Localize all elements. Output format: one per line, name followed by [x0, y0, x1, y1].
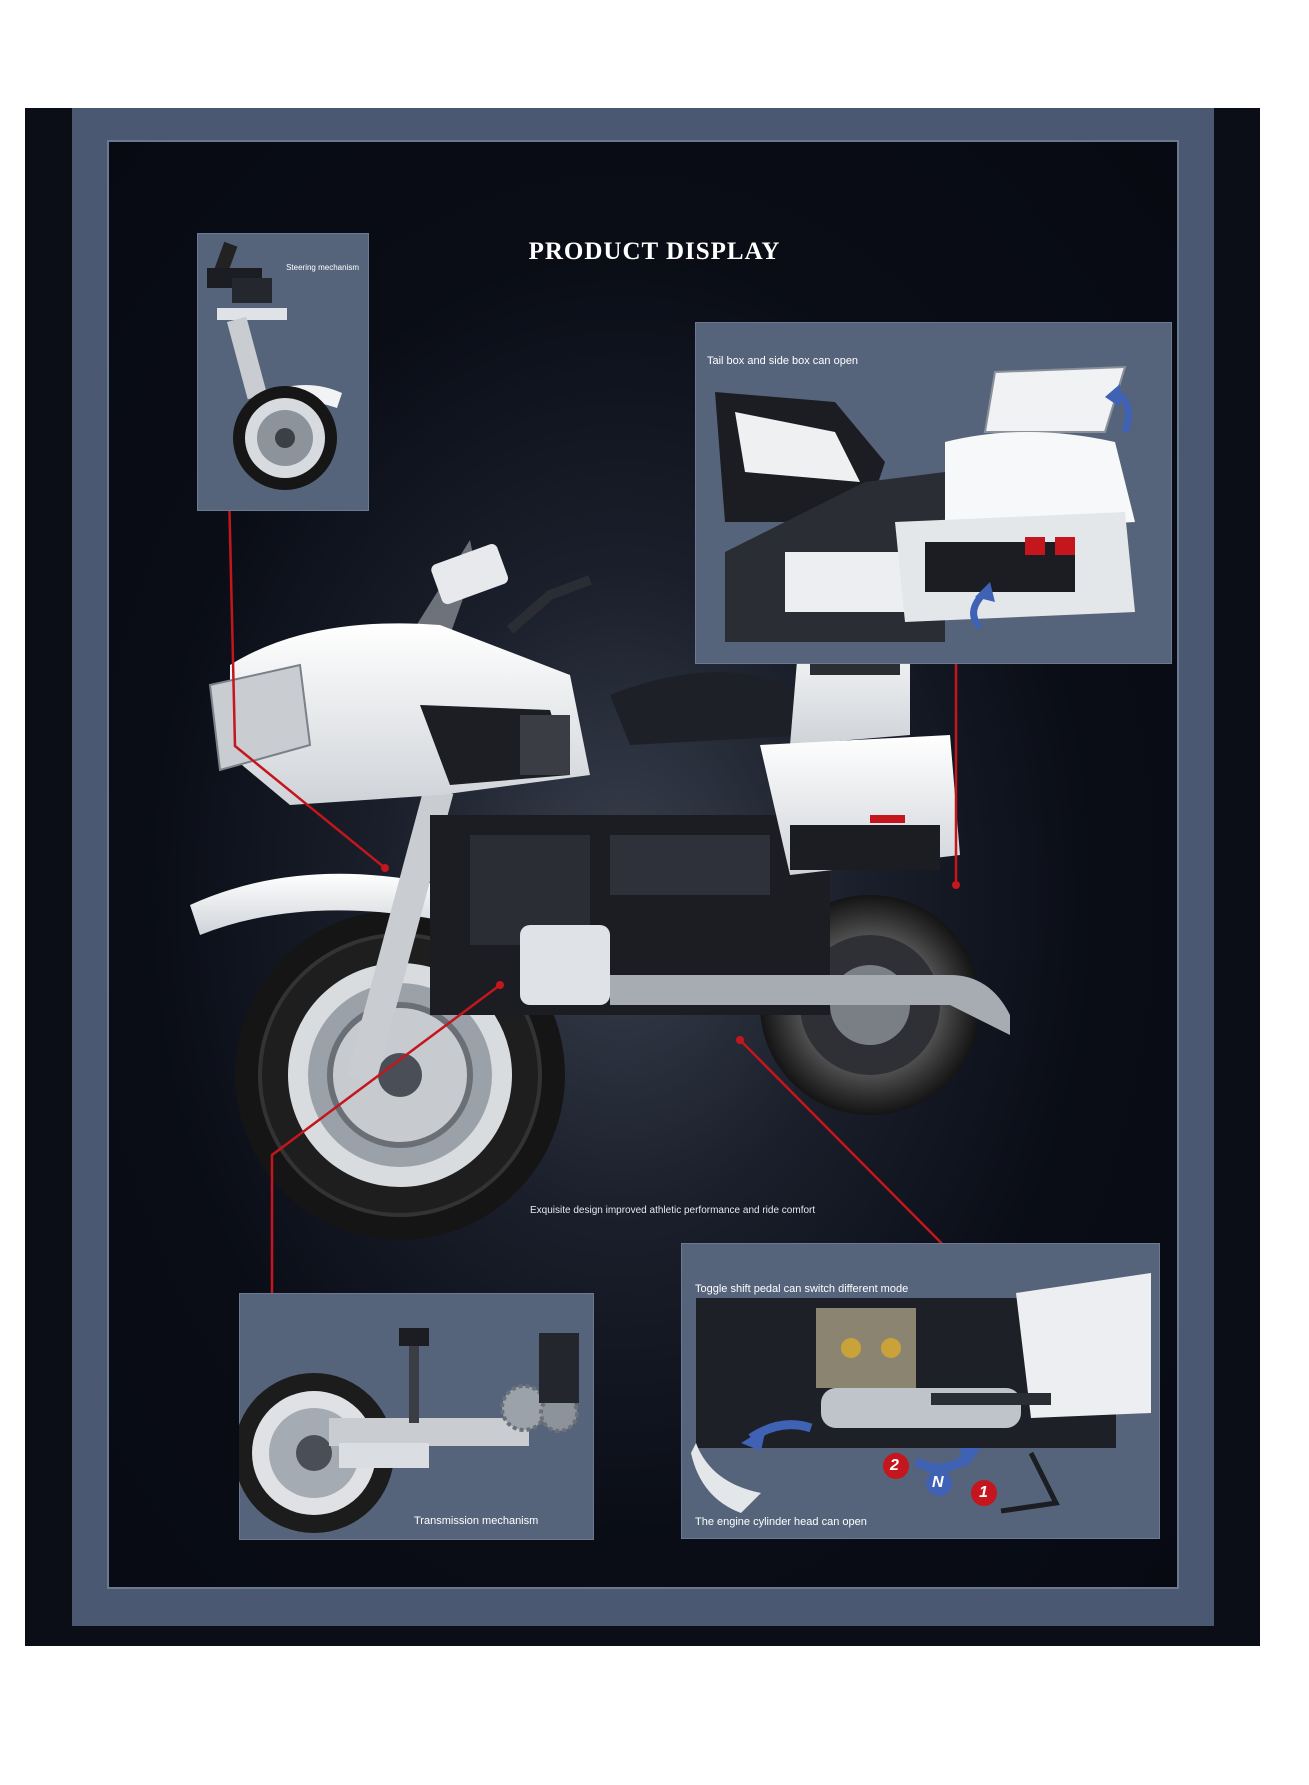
gear-label-2: 2	[890, 1457, 899, 1474]
steering-panel: Steering mechanism	[197, 233, 369, 511]
tail-box	[945, 432, 1135, 532]
front-fender	[190, 873, 440, 935]
transmission-image	[239, 1328, 579, 1533]
tail-box-lid	[983, 365, 1127, 433]
gear-2-badge	[883, 1453, 909, 1479]
steering-mechanism-image	[207, 241, 342, 490]
exhaust-pipe	[610, 975, 1010, 1035]
seat	[610, 672, 810, 745]
steering-caption: Steering mechanism	[286, 263, 359, 272]
main-caption: Exquisite design improved athletic perfo…	[530, 1205, 816, 1216]
tail-box-caption: Tail box and side box can open	[707, 355, 859, 367]
tail-box-image	[715, 365, 1135, 642]
page-title: PRODUCT DISPLAY	[528, 238, 781, 265]
mirror	[431, 544, 509, 605]
motorcycle-illustration	[190, 540, 1010, 1240]
gear-1-badge	[971, 1480, 997, 1506]
transmission-caption: Transmission mechanism	[414, 1515, 539, 1527]
shift-pedal-caption-top: Toggle shift pedal can switch different …	[695, 1283, 909, 1295]
shift-pedal-panel: 2 N 1 Toggle shift pedal can switch diff…	[681, 1243, 1160, 1539]
gear-label-1: 1	[979, 1484, 988, 1501]
tail-box-panel: Tail box and side box can open	[695, 322, 1172, 664]
transmission-panel: Transmission mechanism	[239, 1293, 594, 1540]
gear-label-n: N	[932, 1474, 944, 1491]
shift-pedal-caption-bottom: The engine cylinder head can open	[695, 1516, 867, 1528]
gear-n-badge	[926, 1470, 952, 1496]
shift-pedal-image	[691, 1273, 1151, 1514]
